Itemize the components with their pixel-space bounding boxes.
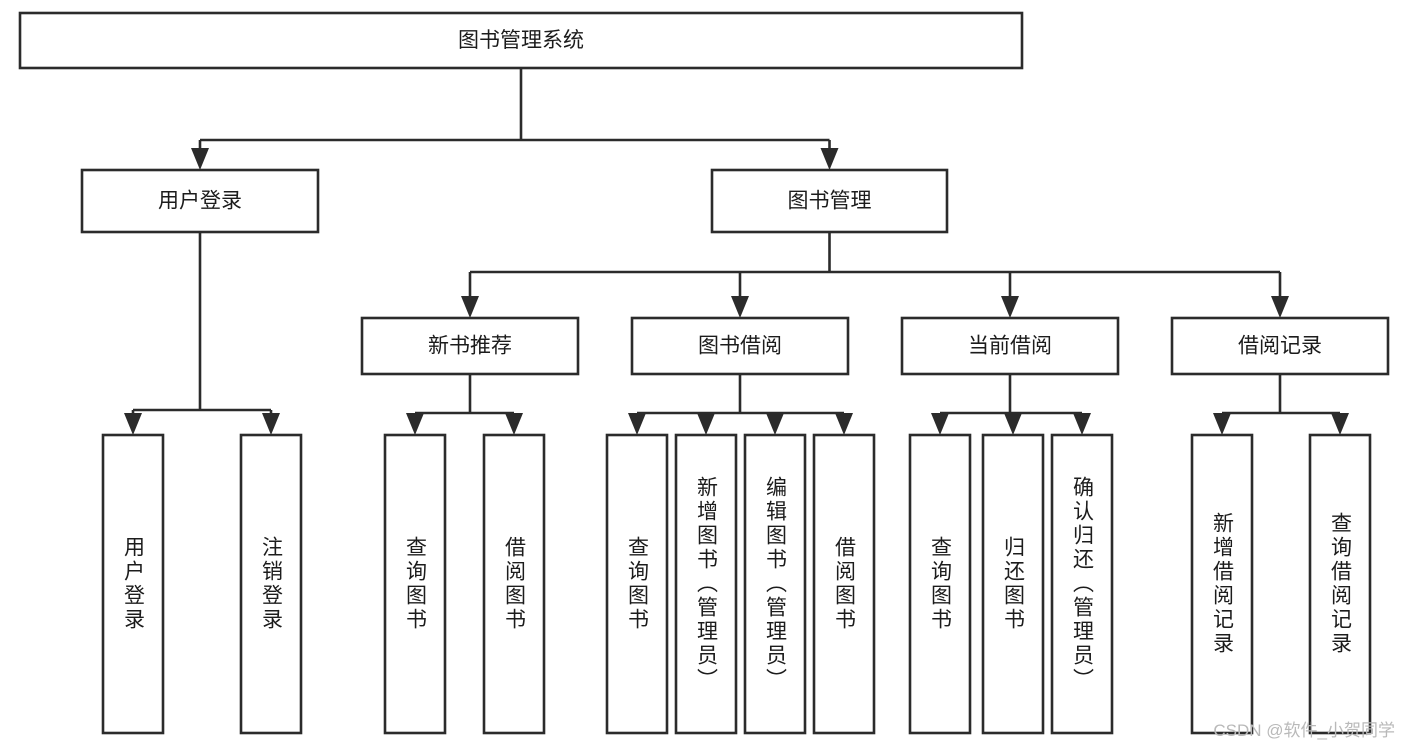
watermark-text: CSDN @软件_小贺同学 xyxy=(1213,721,1395,740)
leaf-node-query-book[interactable] xyxy=(908,433,972,735)
book-management-to-level3-arrowhead-0 xyxy=(461,296,479,318)
leaf-node-add-book-admin[interactable] xyxy=(674,433,738,735)
user-login-to-leaves-arrowhead-1 xyxy=(262,413,280,435)
node-label: 当前借阅 xyxy=(968,335,1052,358)
level3-node-book-borrowing[interactable] xyxy=(630,316,850,376)
new-book-recommendation-to-leaves-arrowhead-1 xyxy=(505,413,523,435)
level3-node-current-borrowing[interactable] xyxy=(900,316,1120,376)
book-management-to-level3-arrowhead-3 xyxy=(1271,296,1289,318)
current-borrowing-to-leaves-arrowhead-1 xyxy=(1004,413,1022,435)
leaf-node-query-borrow-record[interactable] xyxy=(1308,433,1372,735)
level3-node-new-book-recommendation[interactable] xyxy=(360,316,580,376)
leaf-node-user-login[interactable] xyxy=(101,433,165,735)
node-label: 借阅记录 xyxy=(1238,335,1322,358)
user-login-to-leaves-arrowhead-0 xyxy=(124,413,142,435)
leaf-node-borrow-book[interactable] xyxy=(482,433,546,735)
root-to-level2-arrowhead-1 xyxy=(820,148,839,170)
current-borrowing-to-leaves-arrowhead-2 xyxy=(1073,413,1091,435)
root-to-level2-arrowhead-0 xyxy=(191,148,209,170)
level3-node-borrow-records[interactable] xyxy=(1170,316,1390,376)
leaf-node-confirm-return-admin[interactable] xyxy=(1050,433,1114,735)
leaf-node-borrow-book[interactable] xyxy=(812,433,876,735)
book-borrowing-to-leaves-arrowhead-1 xyxy=(697,413,715,435)
node-label: 图书管理系统 xyxy=(458,29,584,52)
book-management-to-level3-arrowhead-2 xyxy=(1001,296,1019,318)
current-borrowing-to-leaves-arrowhead-0 xyxy=(931,413,949,435)
leaf-node-edit-book-admin[interactable] xyxy=(743,433,807,735)
leaf-node-logout[interactable] xyxy=(239,433,303,735)
book-management-to-level3-arrowhead-1 xyxy=(731,296,749,318)
leaf-node-add-borrow-record[interactable] xyxy=(1190,433,1254,735)
new-book-recommendation-to-leaves-arrowhead-0 xyxy=(406,413,424,435)
leaf-node-return-book[interactable] xyxy=(981,433,1045,735)
book-borrowing-to-leaves-arrowhead-0 xyxy=(628,413,646,435)
node-label: 图书管理 xyxy=(788,190,872,213)
node-label: 新书推荐 xyxy=(428,335,512,358)
borrow-records-to-leaves-arrowhead-1 xyxy=(1331,413,1349,435)
borrow-records-to-leaves-arrowhead-0 xyxy=(1213,413,1231,435)
leaf-node-query-book[interactable] xyxy=(605,433,669,735)
level2-node-book-management[interactable] xyxy=(710,168,949,234)
book-borrowing-to-leaves-arrowhead-3 xyxy=(835,413,853,435)
level2-node-user-login[interactable] xyxy=(80,168,320,234)
root-node-book-management-system[interactable] xyxy=(18,11,1024,70)
connectors-layer xyxy=(124,68,1349,435)
book-borrowing-to-leaves-arrowhead-2 xyxy=(766,413,784,435)
node-label: 用户登录 xyxy=(158,190,242,213)
leaf-node-query-book[interactable] xyxy=(383,433,447,735)
boxes-layer xyxy=(18,11,1390,735)
node-label: 图书借阅 xyxy=(698,335,782,358)
